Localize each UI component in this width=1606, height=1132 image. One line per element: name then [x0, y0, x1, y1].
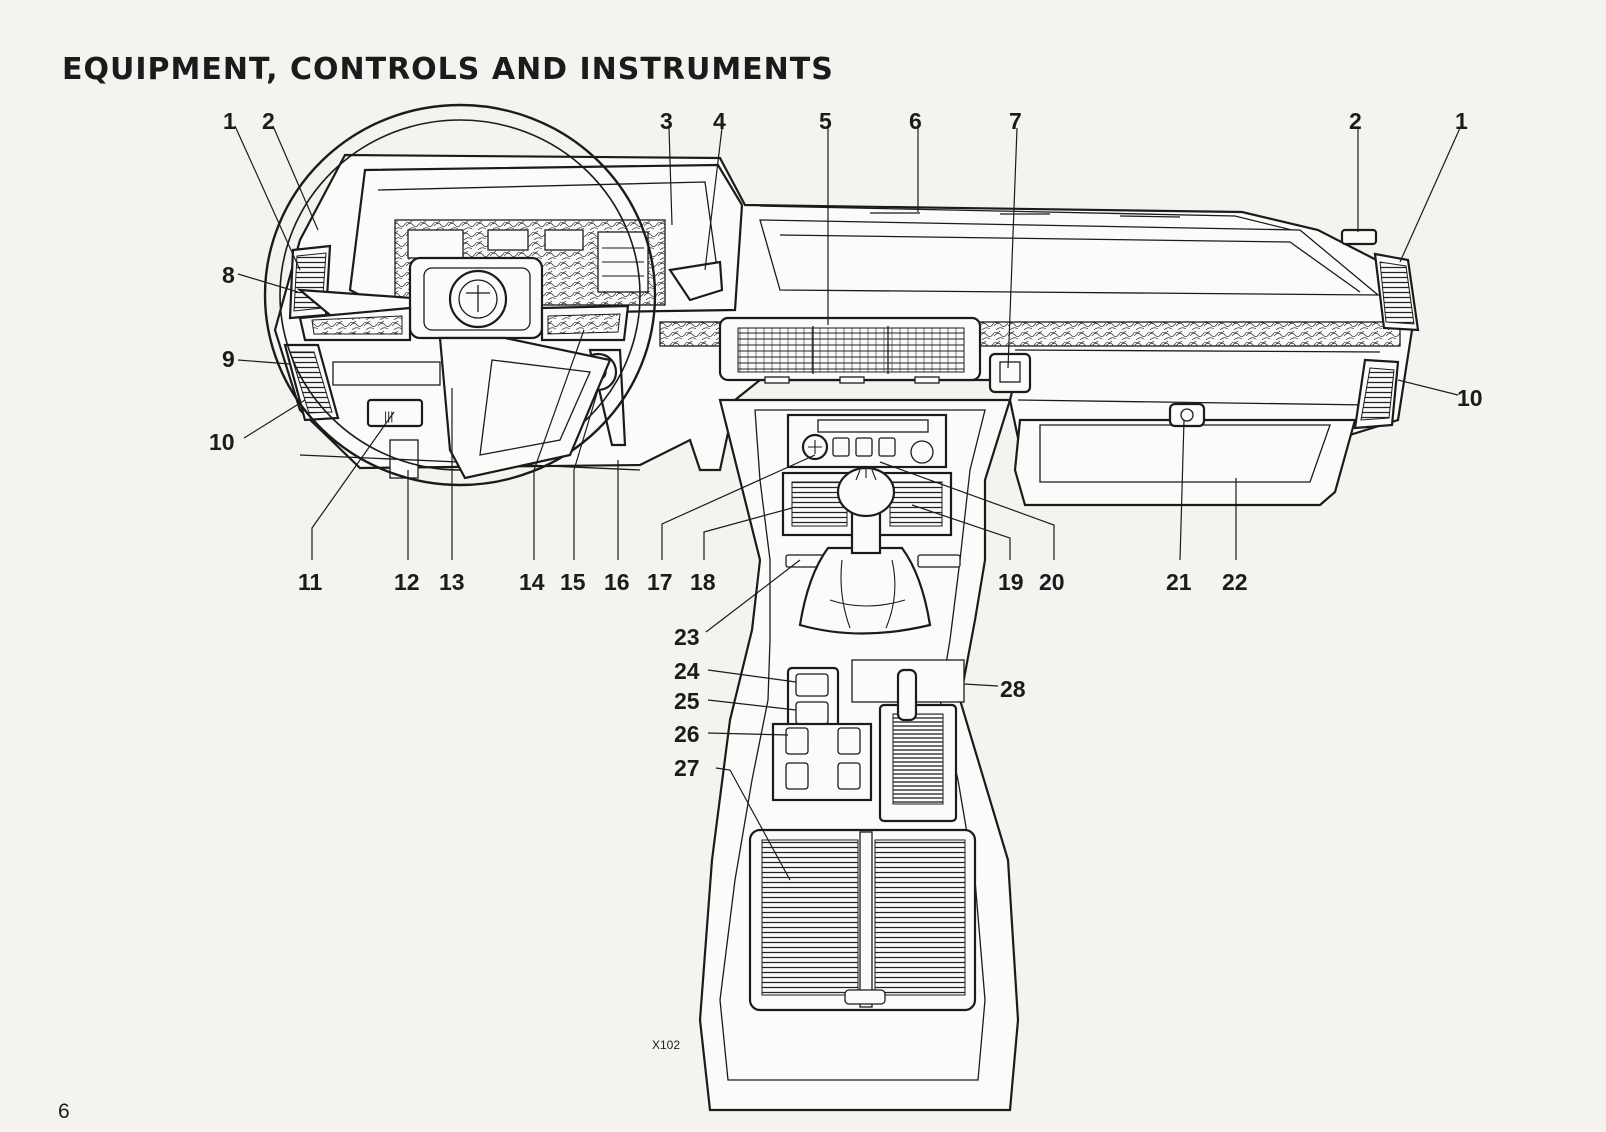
page-title: EQUIPMENT, CONTROLS AND INSTRUMENTS — [62, 52, 834, 87]
callout-11: 11 — [298, 569, 323, 595]
callout-24: 24 — [674, 658, 700, 684]
callout-16: 16 — [604, 569, 630, 595]
steering-wheel — [263, 103, 657, 487]
callout-2-right: 2 — [1349, 108, 1362, 134]
callout-10-left: 10 — [209, 429, 235, 455]
callout-6: 6 — [909, 108, 922, 134]
figure-reference: X102 — [652, 1038, 680, 1052]
callout-9: 9 — [222, 346, 235, 372]
callout-1-left: 1 — [223, 108, 236, 134]
callout-20: 20 — [1039, 569, 1065, 595]
callout-10-right: 10 — [1457, 385, 1483, 411]
callout-5: 5 — [819, 108, 832, 134]
callout-25: 25 — [674, 688, 700, 714]
callout-23: 23 — [674, 624, 700, 650]
page-number: 6 — [58, 1100, 70, 1123]
callout-18: 18 — [690, 569, 716, 595]
callout-1-right: 1 — [1455, 108, 1468, 134]
callout-2-left: 2 — [262, 108, 275, 134]
callout-7: 7 — [1009, 108, 1022, 134]
callout-12: 12 — [394, 569, 420, 595]
center-console — [698, 398, 1020, 1112]
callout-21: 21 — [1166, 569, 1192, 595]
callout-28: 28 — [1000, 676, 1026, 702]
callout-labels: 1 2 3 4 5 6 7 2 1 8 9 10 10 11 12 13 14 … — [209, 108, 1483, 1052]
callout-19: 19 — [998, 569, 1024, 595]
callout-3: 3 — [660, 108, 673, 134]
callout-17: 17 — [647, 569, 673, 595]
callout-15: 15 — [560, 569, 586, 595]
callout-13: 13 — [439, 569, 465, 595]
callout-26: 26 — [674, 721, 700, 747]
callout-8: 8 — [222, 262, 235, 288]
callout-14: 14 — [519, 569, 545, 595]
leader-lines — [234, 125, 1461, 881]
callout-4: 4 — [713, 108, 726, 134]
callout-27: 27 — [674, 755, 700, 781]
callout-22: 22 — [1222, 569, 1248, 595]
switch-glyph: ||| — [384, 409, 393, 423]
